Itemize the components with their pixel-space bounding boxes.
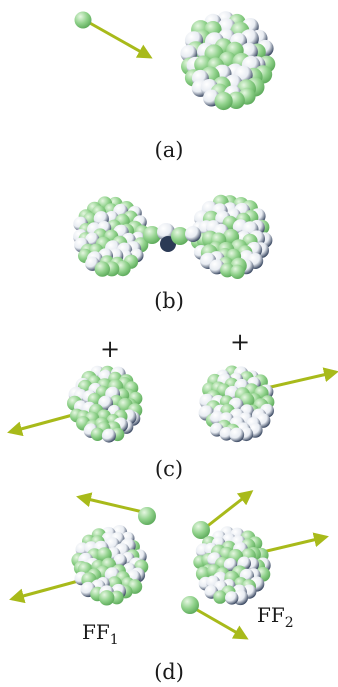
proton	[214, 91, 233, 111]
fragment-1-label: FF1	[82, 620, 119, 648]
fragment-1-arrow	[9, 578, 83, 604]
neutron	[225, 591, 239, 605]
proton	[230, 264, 245, 279]
panel-b: (b)	[73, 194, 273, 313]
deformed-nucleus-neck	[143, 223, 201, 252]
proton	[94, 261, 111, 277]
panel-a: (a)	[74, 11, 276, 162]
charge-left: +	[100, 335, 120, 363]
incident-neutron	[74, 11, 153, 59]
neutron	[113, 553, 127, 568]
deformed-nucleus-right-lobe	[190, 194, 273, 279]
fission-fragment-right	[198, 365, 275, 443]
proton	[213, 590, 227, 604]
charge-right: +	[230, 328, 250, 356]
proton	[99, 590, 115, 606]
fragment-right-arrow	[261, 367, 338, 391]
fission-fragment-2	[193, 526, 271, 606]
incident-neutron-ball	[74, 11, 92, 29]
proton	[115, 260, 131, 277]
panel-d: FF1 FF2 (d)	[9, 490, 329, 684]
fragment-left-arrow	[7, 411, 81, 437]
fragment-2-label: FF2	[257, 603, 294, 631]
emitted-neutron-3	[181, 596, 249, 640]
emitted-neutron-2	[192, 490, 254, 539]
emitted-neutron-1	[76, 492, 156, 525]
panel-a-label: (a)	[155, 138, 184, 162]
neutron	[101, 428, 116, 443]
incident-arrow	[87, 20, 153, 59]
panel-c: + + (c)	[7, 328, 338, 481]
fission-fragment-left	[67, 365, 143, 443]
proton	[90, 427, 105, 441]
panel-c-label: (c)	[155, 457, 183, 481]
target-nucleus	[180, 11, 276, 111]
panel-d-label: (d)	[154, 660, 184, 684]
fission-fragment-1	[71, 525, 149, 606]
panel-b-label: (b)	[154, 289, 184, 313]
neutron	[229, 427, 245, 443]
deformed-nucleus-left-lobe	[73, 196, 150, 277]
neutron	[219, 427, 234, 441]
